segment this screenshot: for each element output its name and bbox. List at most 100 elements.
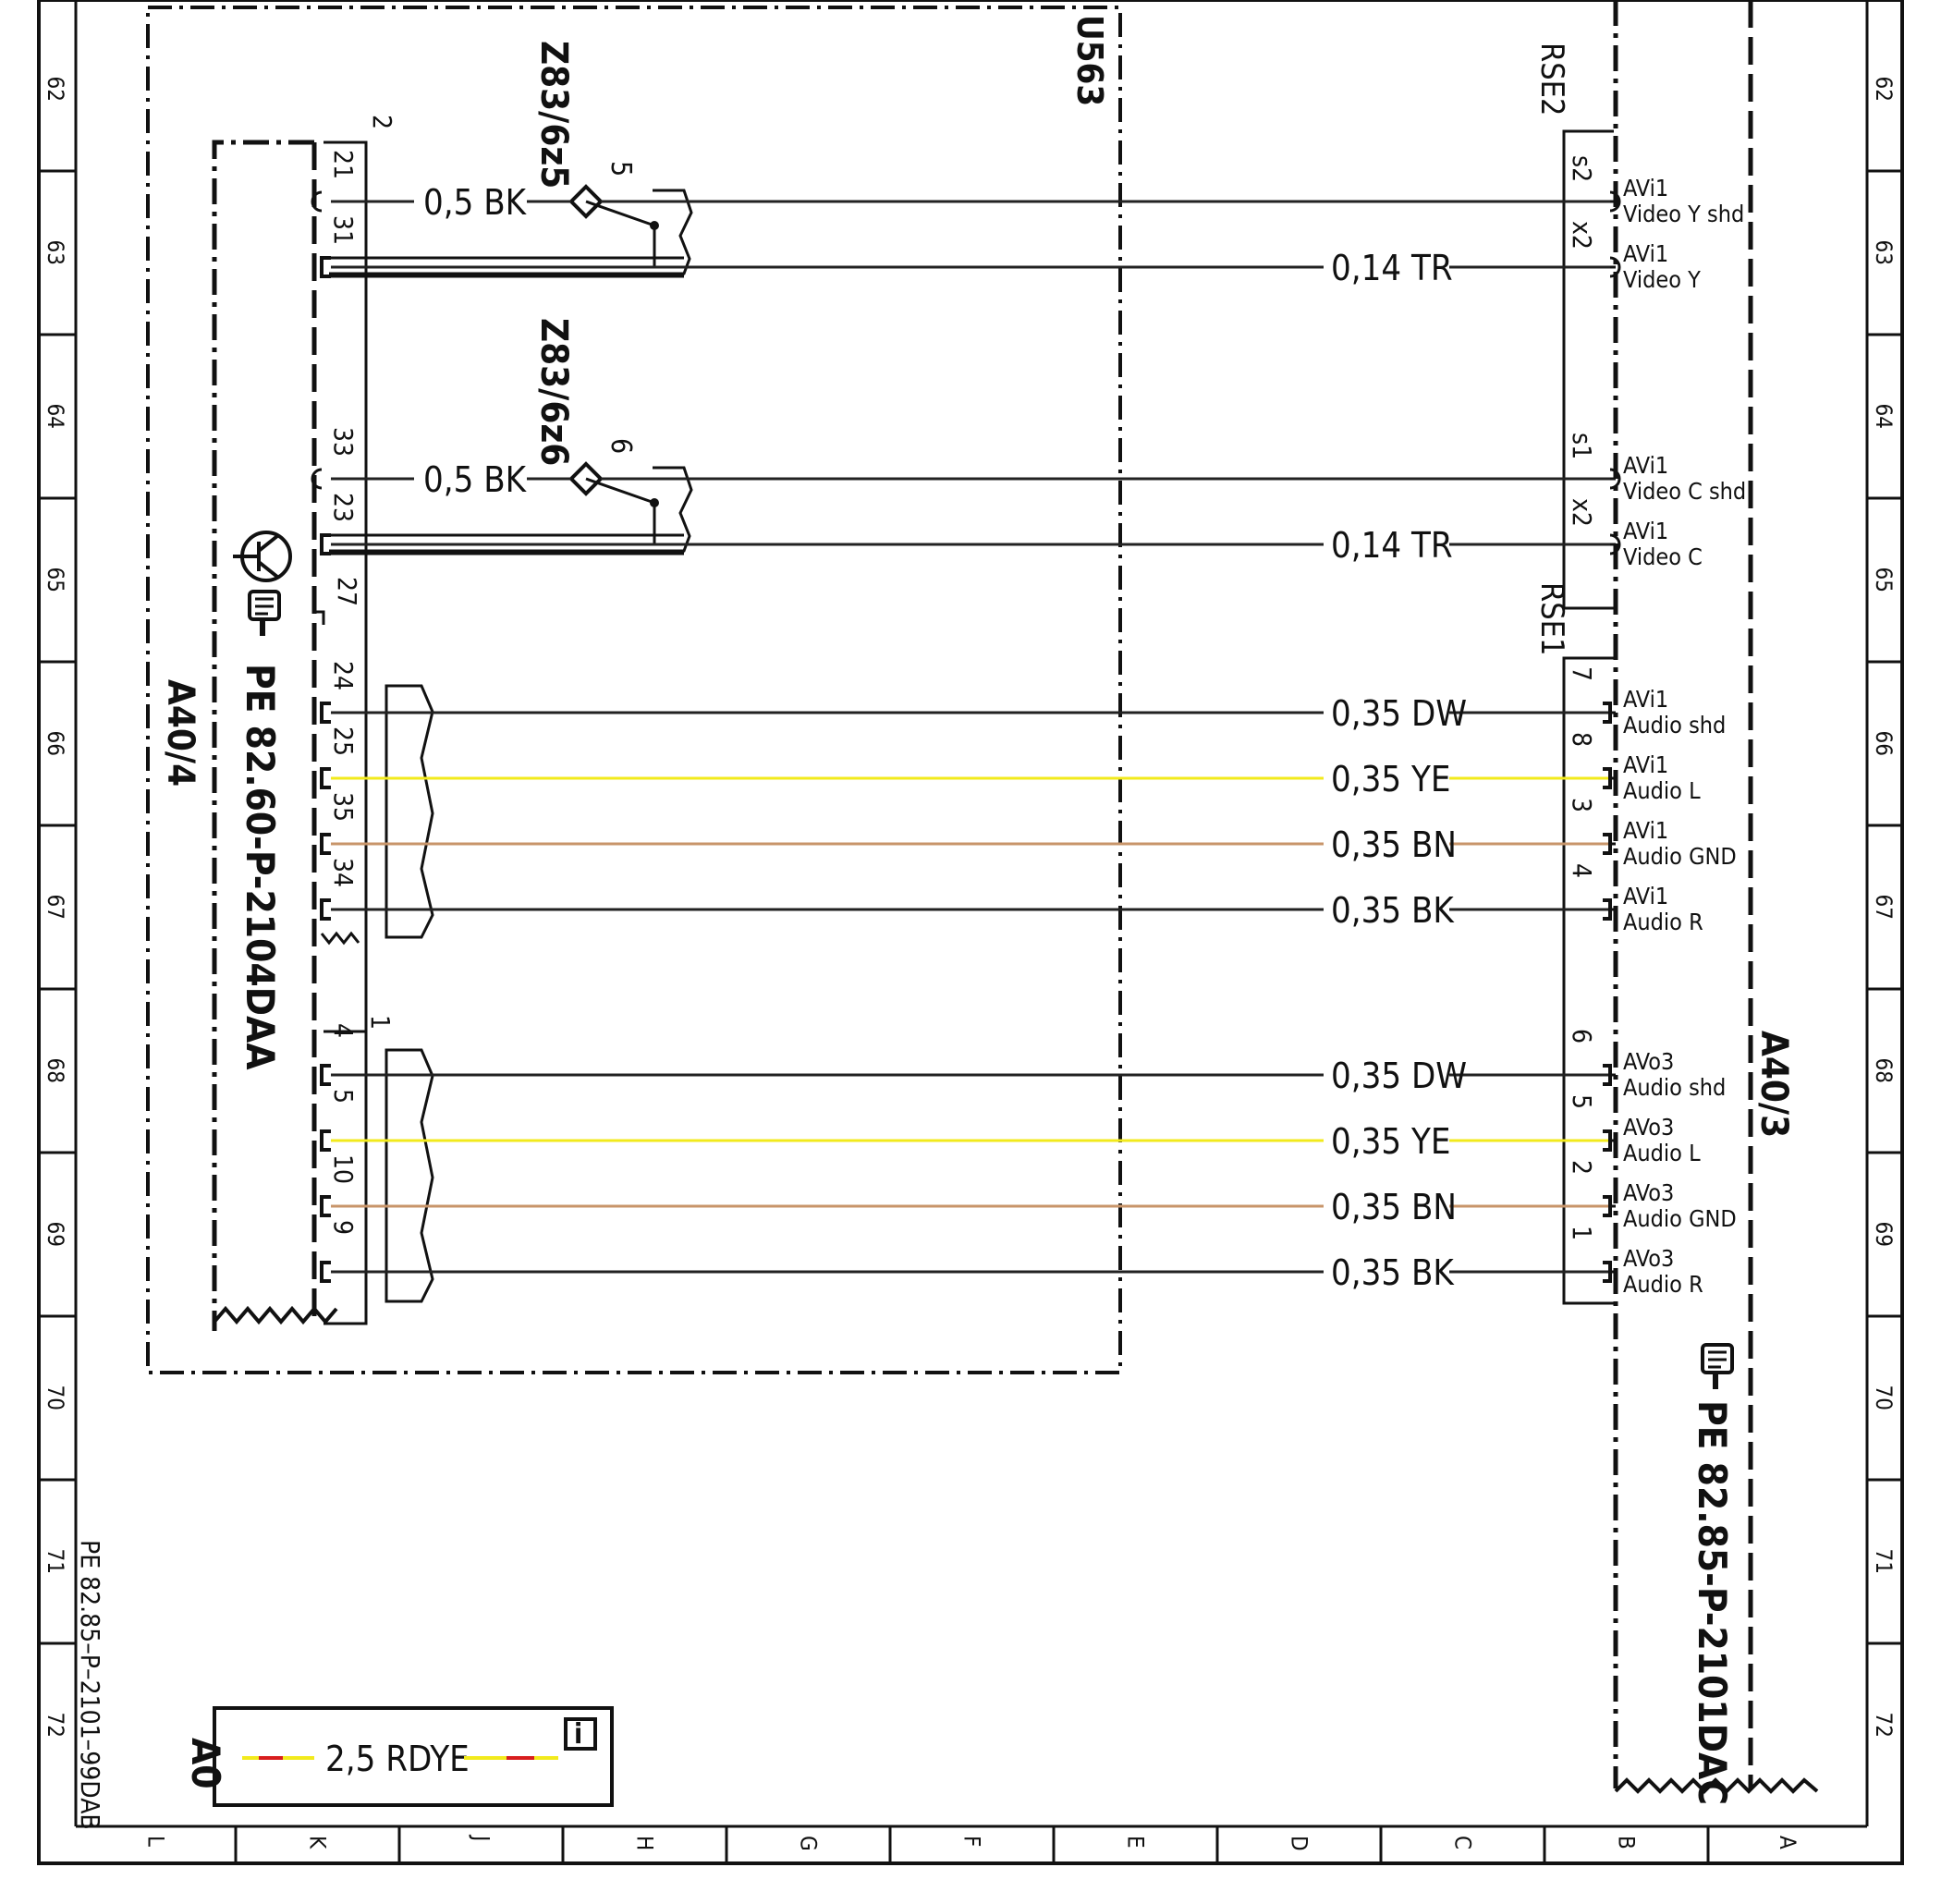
- signal-description: Video C: [1623, 543, 1703, 570]
- left-pin-number: 23: [328, 493, 359, 522]
- a40-3-reference: PE 82.85-P-2101DAC: [1690, 1400, 1735, 1805]
- connector-pin-1: 1: [365, 1015, 396, 1030]
- u563-enclosure: [146, 6, 1122, 1374]
- wire-spec-label: 0,5 BK: [423, 459, 528, 500]
- column-letter: K: [305, 1836, 331, 1849]
- row-number-left: 64: [43, 404, 68, 429]
- left-connector-x: 2 1 27: [314, 115, 397, 1325]
- signal-description: Audio GND: [1623, 1205, 1737, 1232]
- pointing-hand-icon: [248, 590, 281, 636]
- left-pin-number: 5: [328, 1089, 359, 1104]
- right-pin-number: 3: [1567, 798, 1597, 812]
- row-number-left: 63: [43, 240, 68, 265]
- right-pin-number: 8: [1567, 732, 1597, 747]
- right-pin-number: s2: [1567, 155, 1597, 182]
- row-number-left: 69: [43, 1222, 68, 1247]
- row-number-left: 67: [43, 895, 68, 920]
- z6-pin-label: 6: [604, 438, 637, 454]
- row-number-left: 62: [43, 77, 68, 102]
- row-number-right: 64: [1871, 404, 1897, 429]
- row-number-left: 65: [43, 568, 68, 592]
- signal-description: Audio R: [1623, 1271, 1703, 1298]
- signal-description: Video C shd: [1623, 478, 1746, 505]
- wire-spec-label: 0,14 TR: [1331, 248, 1453, 288]
- row-number-right: 62: [1871, 77, 1897, 102]
- rse-connectors: RSE2 RSE1: [1533, 43, 1614, 1305]
- signal-name: AVi1: [1623, 817, 1668, 844]
- signal-name: AVi1: [1623, 883, 1668, 909]
- wire-spec-label: 0,35 BN: [1331, 824, 1457, 865]
- z5-pin-label: 5: [604, 161, 637, 177]
- pin-socket-right: [1609, 256, 1621, 278]
- rse2-label: RSE2: [1533, 43, 1570, 116]
- pin-socket-left: [320, 533, 331, 555]
- pin-socket-right: [1609, 468, 1621, 490]
- signal-description: Audio GND: [1623, 843, 1737, 870]
- info-icon-glyph: i: [574, 1718, 582, 1751]
- signal-name: AVo3: [1623, 1114, 1674, 1141]
- row-number-right: 67: [1871, 895, 1897, 920]
- connector-pin-2: 2: [367, 115, 397, 129]
- row-number-right: 71: [1871, 1549, 1897, 1574]
- shield-drain-z6: Z83/6z6 6: [532, 318, 659, 545]
- signal-description: Video Y: [1623, 266, 1701, 293]
- signal-name: AVi1: [1623, 751, 1668, 778]
- right-pin-number: x2: [1567, 498, 1597, 527]
- signal-description: Video Y shd: [1623, 201, 1744, 227]
- signal-name: AVi1: [1623, 240, 1668, 267]
- pin-socket-left: [320, 898, 331, 921]
- column-letter: G: [796, 1836, 822, 1851]
- u563-label: U563: [1069, 15, 1110, 106]
- z83-6z5-label: Z83/6z5: [532, 41, 575, 189]
- pin-socket-left: [320, 702, 331, 724]
- a40-3-label: A40/3: [1752, 1031, 1795, 1138]
- row-number-left: 66: [43, 731, 68, 756]
- pin-socket-right: [1609, 533, 1621, 555]
- row-number-right: 63: [1871, 240, 1897, 265]
- column-letter: E: [1123, 1836, 1149, 1849]
- legend-wire-spec: 2,5 RDYE: [325, 1739, 470, 1779]
- right-pin-number: 2: [1567, 1160, 1597, 1175]
- wire-color-legend: A0 2,5 RDYE i: [183, 1706, 614, 1807]
- pin-socket-left: [320, 1064, 331, 1086]
- row-number-right: 65: [1871, 568, 1897, 592]
- a40-4-component: A40/4 PE 82.60-P-2104DAA: [159, 140, 338, 1331]
- column-letter: C: [1450, 1836, 1476, 1849]
- row-number-right: 69: [1871, 1222, 1897, 1247]
- signal-description: Audio L: [1623, 777, 1701, 804]
- wire-spec-label: 0,35 DW: [1331, 693, 1467, 734]
- column-letter: H: [632, 1836, 658, 1850]
- pin-socket-left: [311, 190, 323, 213]
- wire-spec-label: 0,35 YE: [1331, 1121, 1450, 1162]
- pin-socket-left: [320, 833, 331, 855]
- signal-name: AVi1: [1623, 452, 1668, 479]
- pointing-hand-icon: [1701, 1343, 1734, 1389]
- signal-name: AVi1: [1623, 518, 1668, 544]
- row-number-right: 66: [1871, 731, 1897, 756]
- connector-pin-27: 27: [332, 577, 362, 606]
- left-pin-number: 33: [328, 427, 359, 457]
- wire-spec-label: 0,35 YE: [1331, 759, 1450, 799]
- right-pin-number: 4: [1567, 863, 1597, 878]
- left-pin-number: 34: [328, 858, 359, 887]
- right-pin-number: 5: [1567, 1094, 1597, 1109]
- row-number-right: 70: [1871, 1385, 1897, 1410]
- signal-name: AVi1: [1623, 686, 1668, 713]
- pin-socket-left: [320, 256, 331, 278]
- pin-socket-left: [320, 1129, 331, 1152]
- z83-6z6-label: Z83/6z6: [532, 318, 575, 466]
- column-letter: D: [1287, 1836, 1312, 1851]
- pin-socket-left: [320, 767, 331, 789]
- left-pin-number: 31: [328, 215, 359, 245]
- a40-4-reference: PE 82.60-P-2104DAA: [238, 664, 283, 1070]
- pin-socket-right: [1609, 190, 1621, 213]
- info-icon[interactable]: [564, 1717, 597, 1751]
